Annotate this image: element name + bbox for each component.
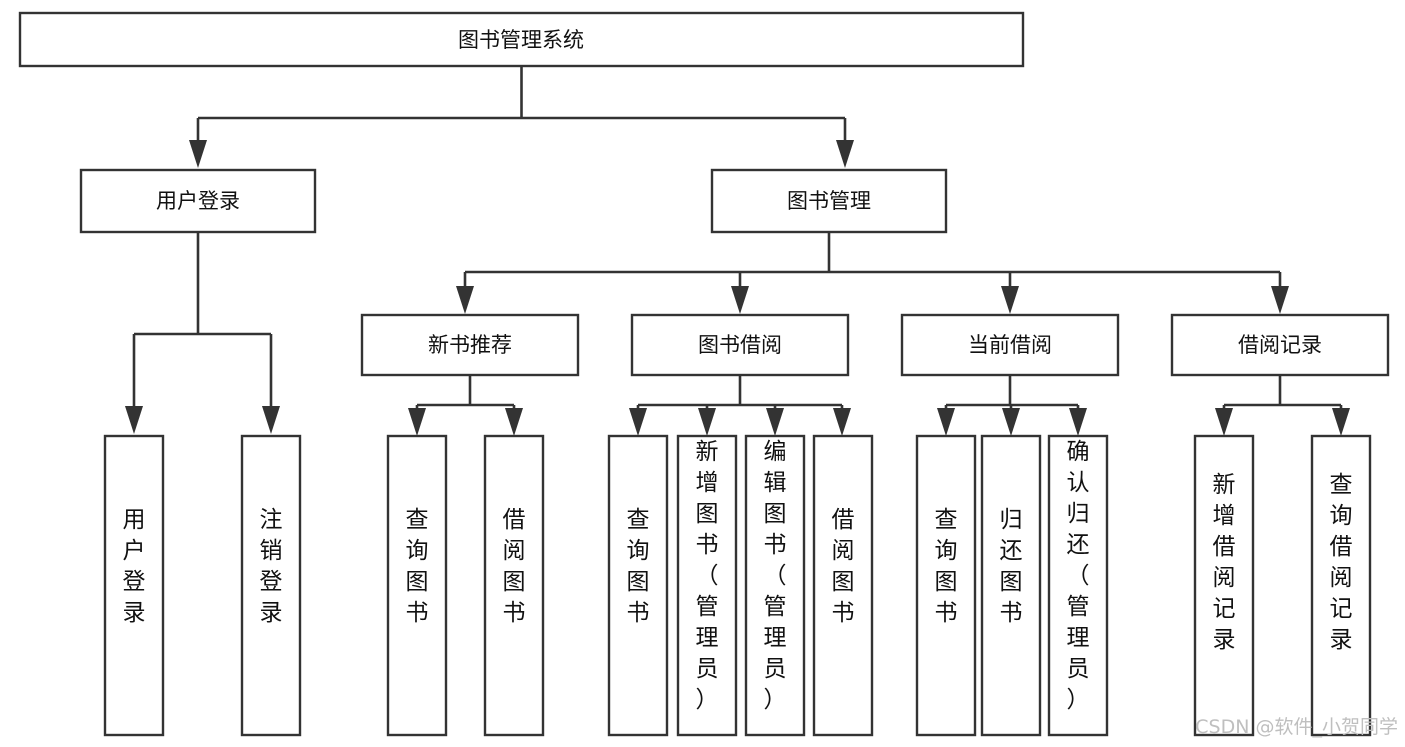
node-leaf-add-borrow-record[interactable]: 新增借阅记录: [1193, 434, 1255, 737]
arrowhead-leaf-query-book-2: [629, 408, 647, 436]
node-current-borrow-box[interactable]: [900, 313, 1120, 377]
connector-group-book-management: [456, 232, 1289, 314]
node-root-box[interactable]: [18, 11, 1025, 68]
node-root[interactable]: 图书管理系统: [18, 11, 1025, 68]
arrowhead-current-borrow: [1001, 286, 1019, 314]
arrowhead-leaf-user-login: [125, 406, 143, 434]
arrowhead-leaf-logout: [262, 406, 280, 434]
arrowhead-leaf-add-borrow-record: [1215, 408, 1233, 436]
arrowhead-book-management: [836, 140, 854, 168]
node-leaf-query-book-1-label: 查询图书: [406, 507, 429, 626]
connector-group-current-borrow: [937, 375, 1087, 436]
node-leaf-query-book-2-box[interactable]: [607, 434, 669, 737]
node-leaf-return-book-label: 归还图书: [1000, 507, 1023, 626]
node-leaf-borrow-book-1-label: 借阅图书: [503, 507, 526, 626]
node-book-borrow-box[interactable]: [630, 313, 850, 377]
node-leaf-logout-label: 注销登录: [260, 507, 283, 626]
node-leaf-query-borrow-record[interactable]: 查询借阅记录: [1310, 434, 1372, 737]
arrowhead-leaf-borrow-book-2: [833, 408, 851, 436]
node-leaf-borrow-book-2-label: 借阅图书: [832, 507, 855, 626]
node-leaf-user-login[interactable]: 用户登录: [103, 434, 165, 737]
node-user-login-label: 用户登录: [156, 189, 240, 213]
node-leaf-borrow-book-2-box[interactable]: [812, 434, 874, 737]
node-current-borrow[interactable]: 当前借阅: [900, 313, 1120, 377]
node-leaf-borrow-book-2[interactable]: 借阅图书: [812, 434, 874, 737]
arrowhead-leaf-return-book: [1002, 408, 1020, 436]
node-leaf-query-book-3[interactable]: 查询图书: [915, 434, 977, 737]
node-leaf-borrow-book-1-box[interactable]: [483, 434, 545, 737]
connector-group-book-borrow: [629, 375, 851, 436]
node-leaf-add-borrow-record-label: 新增借阅记录: [1213, 472, 1236, 653]
node-borrow-record[interactable]: 借阅记录: [1170, 313, 1390, 377]
connector-group-borrow-record: [1215, 375, 1350, 436]
node-book-borrow-label: 图书借阅: [698, 333, 782, 357]
arrowhead-leaf-borrow-book-1: [505, 408, 523, 436]
node-leaf-query-borrow-record-box[interactable]: [1310, 434, 1372, 737]
node-user-login[interactable]: 用户登录: [79, 168, 317, 234]
node-leaf-add-book-box[interactable]: [676, 434, 738, 737]
node-leaf-user-login-label: 用户登录: [123, 507, 146, 626]
arrowhead-leaf-edit-book: [766, 408, 784, 436]
connector-group-root: [189, 66, 854, 168]
arrowhead-borrow-record: [1271, 286, 1289, 314]
connector-group-new-book-recommend: [408, 375, 523, 436]
arrowhead-leaf-add-book: [698, 408, 716, 436]
node-leaf-borrow-book-1[interactable]: 借阅图书: [483, 434, 545, 737]
arrowhead-new-book-recommend: [456, 286, 474, 314]
node-leaf-return-book-box[interactable]: [980, 434, 1042, 737]
node-book-borrow[interactable]: 图书借阅: [630, 313, 850, 377]
node-leaf-logout[interactable]: 注销登录: [240, 434, 302, 737]
node-borrow-record-label: 借阅记录: [1238, 333, 1322, 357]
node-book-management[interactable]: 图书管理: [710, 168, 948, 234]
arrowhead-leaf-confirm-return: [1069, 408, 1087, 436]
node-user-login-box[interactable]: [79, 168, 317, 234]
csdn-watermark: CSDN @软件_小贺同学: [1195, 716, 1398, 738]
node-leaf-edit-book[interactable]: 编辑图书（管理员）: [744, 434, 806, 737]
arrowhead-book-borrow: [731, 286, 749, 314]
node-leaf-edit-book-label: 编辑图书（管理员）: [764, 439, 787, 713]
node-leaf-query-book-2[interactable]: 查询图书: [607, 434, 669, 737]
node-new-book-recommend[interactable]: 新书推荐: [360, 313, 580, 377]
node-leaf-query-book-2-label: 查询图书: [627, 507, 650, 626]
node-root-label: 图书管理系统: [458, 28, 584, 52]
node-leaf-add-borrow-record-box[interactable]: [1193, 434, 1255, 737]
node-new-book-recommend-label: 新书推荐: [428, 333, 512, 357]
node-book-management-box[interactable]: [710, 168, 948, 234]
node-leaf-query-book-1-box[interactable]: [386, 434, 448, 737]
node-leaf-add-book[interactable]: 新增图书（管理员）: [676, 434, 738, 737]
node-leaf-confirm-return-label: 确认归还（管理员）: [1067, 439, 1090, 713]
node-leaf-query-book-3-box[interactable]: [915, 434, 977, 737]
node-leaf-add-book-label: 新增图书（管理员）: [696, 439, 719, 713]
arrowhead-leaf-query-book-3: [937, 408, 955, 436]
arrowhead-user-login: [189, 140, 207, 168]
node-leaf-confirm-return[interactable]: 确认归还（管理员）: [1047, 434, 1109, 737]
node-leaf-return-book[interactable]: 归还图书: [980, 434, 1042, 737]
node-leaf-edit-book-box[interactable]: [744, 434, 806, 737]
node-borrow-record-box[interactable]: [1170, 313, 1390, 377]
node-leaf-user-login-box[interactable]: [103, 434, 165, 737]
node-leaf-logout-box[interactable]: [240, 434, 302, 737]
node-leaf-query-borrow-record-label: 查询借阅记录: [1330, 472, 1353, 653]
node-leaf-confirm-return-box[interactable]: [1047, 434, 1109, 737]
node-leaf-query-book-3-label: 查询图书: [935, 507, 958, 626]
arrowhead-leaf-query-book-1: [408, 408, 426, 436]
node-leaf-query-book-1[interactable]: 查询图书: [386, 434, 448, 737]
arrowhead-leaf-query-borrow-record: [1332, 408, 1350, 436]
node-new-book-recommend-box[interactable]: [360, 313, 580, 377]
node-current-borrow-label: 当前借阅: [968, 333, 1052, 357]
node-book-management-label: 图书管理: [787, 189, 871, 213]
connector-group-user-login: [125, 232, 280, 434]
